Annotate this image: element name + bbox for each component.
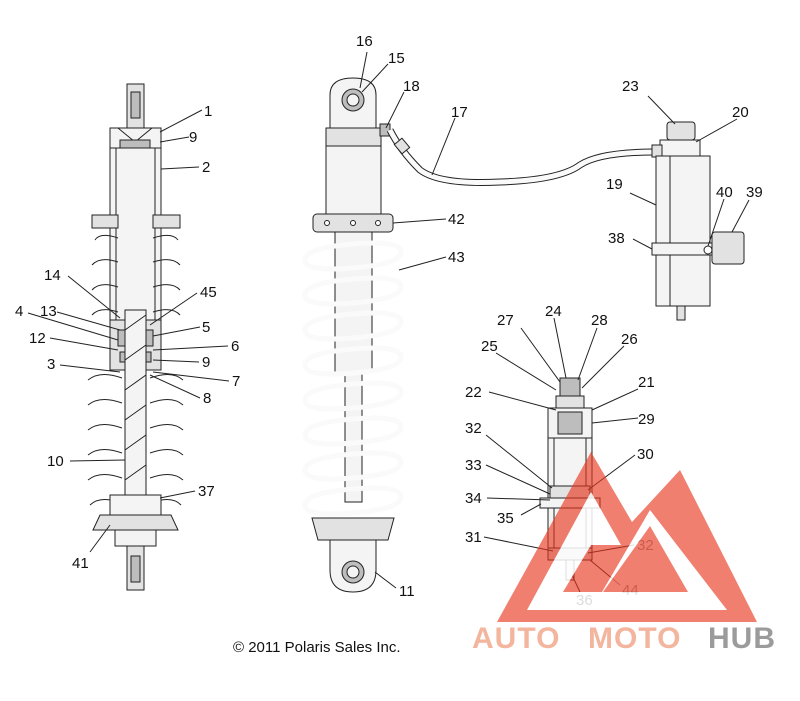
callout-label: 38 — [608, 230, 625, 247]
callout-label: 4 — [15, 303, 23, 320]
callout-label: 24 — [545, 303, 562, 320]
callout-label: 29 — [638, 411, 655, 428]
callout-label: 42 — [448, 211, 465, 228]
watermark-text-hub: HUB — [708, 622, 776, 655]
callout-label: 34 — [465, 490, 482, 507]
callout-label: 20 — [732, 104, 749, 121]
center-spring — [302, 240, 404, 517]
callout-label: 28 — [591, 312, 608, 329]
leader-lines — [27, 51, 750, 593]
callout-label: 33 — [465, 457, 482, 474]
callout-label: 8 — [203, 390, 211, 407]
watermark-text-auto: AUTO — [472, 622, 560, 655]
callout-label: 7 — [232, 373, 240, 390]
callout-label: 31 — [465, 529, 482, 546]
automotohub-watermark-logo: AUTO MOTO HUB — [472, 452, 776, 655]
callout-label: 25 — [481, 338, 498, 355]
callout-label: 43 — [448, 249, 465, 266]
callout-label: 15 — [388, 50, 405, 67]
callout-label: 6 — [231, 338, 239, 355]
callout-label: 26 — [621, 331, 638, 348]
callout-label: 27 — [497, 312, 514, 329]
copyright-notice: © 2011 Polaris Sales Inc. — [233, 639, 401, 656]
callout-label: 14 — [44, 267, 61, 284]
watermark-text-moto: MOTO — [588, 622, 681, 655]
callout-label: 35 — [497, 510, 514, 527]
callout-label: 23 — [622, 78, 639, 95]
callout-label: 5 — [202, 319, 210, 336]
callout-label: 41 — [72, 555, 89, 572]
callout-label: 1 — [204, 103, 212, 120]
callout-label: 18 — [403, 78, 420, 95]
callout-label: 9 — [202, 354, 210, 371]
callout-label: 22 — [465, 384, 482, 401]
callout-label: 9 — [189, 129, 197, 146]
callout-label: 37 — [198, 483, 215, 500]
callout-label: 45 — [200, 284, 217, 301]
reservoir-hose — [386, 128, 656, 186]
callout-label: 10 — [47, 453, 64, 470]
left-spring — [87, 214, 184, 506]
callout-label: 13 — [40, 303, 57, 320]
callout-label: 11 — [399, 583, 415, 600]
callout-label: 21 — [638, 374, 655, 391]
center-shock — [302, 77, 404, 593]
callout-label: 39 — [746, 184, 763, 201]
callout-label: 16 — [356, 33, 373, 50]
callout-label: 30 — [637, 446, 654, 463]
left-shock-section — [87, 83, 184, 591]
callout-label: 19 — [606, 176, 623, 193]
callout-label: 12 — [29, 330, 46, 347]
reservoir — [651, 121, 745, 321]
callout-label: 2 — [202, 159, 210, 176]
callout-label: 40 — [716, 184, 733, 201]
callout-label: 3 — [47, 356, 55, 373]
callout-label: 32 — [465, 420, 482, 437]
callout-label: 17 — [451, 104, 468, 121]
